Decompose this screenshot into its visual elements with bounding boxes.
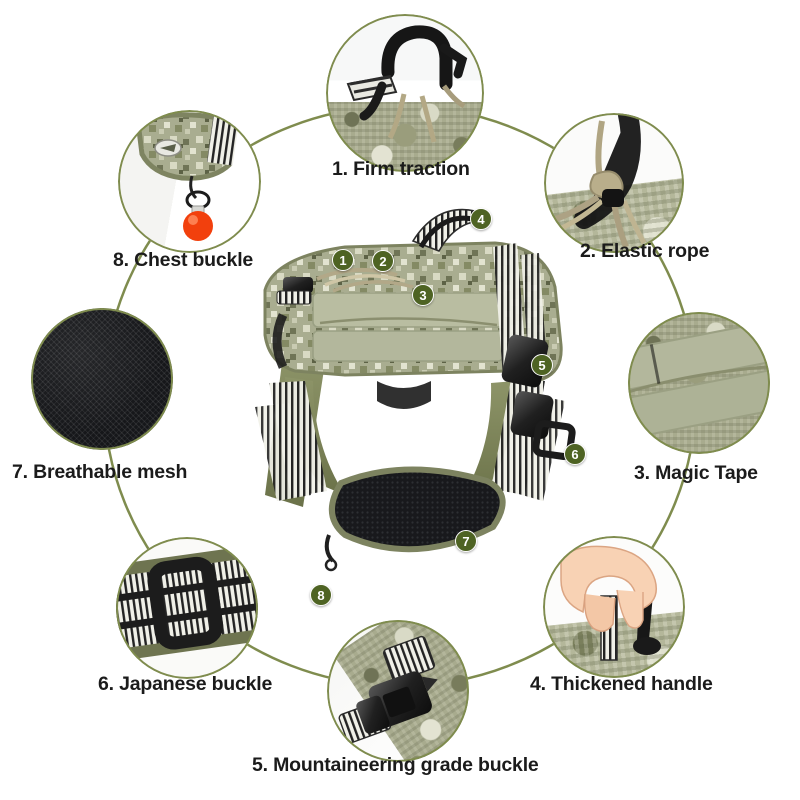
callout-6-japanese-buckle[interactable]	[116, 537, 258, 679]
callout-7-breathable-mesh[interactable]	[31, 308, 173, 450]
label-7: 7. Breathable mesh	[12, 461, 188, 483]
callout-rim	[326, 14, 484, 172]
badge-2[interactable]: 2	[372, 250, 394, 272]
label-8: 8. Chest buckle	[113, 249, 254, 271]
callout-rim	[31, 308, 173, 450]
callout-rim	[543, 536, 685, 678]
badge-3[interactable]: 3	[412, 284, 434, 306]
callout-5-mountaineering-buckle[interactable]	[327, 620, 469, 762]
label-1: 1. Firm traction	[332, 158, 470, 180]
callout-rim	[628, 312, 770, 454]
badge-1[interactable]: 1	[332, 249, 354, 271]
badge-8[interactable]: 8	[310, 584, 332, 606]
callout-3-magic-tape[interactable]	[628, 312, 770, 454]
callout-rim	[118, 110, 261, 253]
label-5: 5. Mountaineering grade buckle	[252, 754, 539, 776]
callout-2-elastic-rope[interactable]	[544, 113, 684, 253]
callout-rim	[544, 113, 684, 253]
callout-rim	[327, 620, 469, 762]
label-6: 6. Japanese buckle	[98, 673, 273, 695]
harness-illustration	[255, 208, 576, 572]
badge-4[interactable]: 4	[470, 208, 492, 230]
callout-rim	[116, 537, 258, 679]
label-2: 2. Elastic rope	[580, 240, 710, 262]
label-4: 4. Thickened handle	[530, 673, 713, 695]
callout-4-thickened-handle[interactable]	[543, 536, 685, 678]
product-image: 1 2 3 4 5 6 7 8	[225, 195, 586, 615]
badge-6[interactable]: 6	[564, 443, 586, 465]
callout-1-firm-traction[interactable]	[326, 14, 484, 172]
callout-8-chest-buckle[interactable]	[118, 110, 261, 253]
badge-5[interactable]: 5	[531, 354, 553, 376]
badge-7[interactable]: 7	[455, 530, 477, 552]
label-3: 3. Magic Tape	[634, 462, 758, 484]
